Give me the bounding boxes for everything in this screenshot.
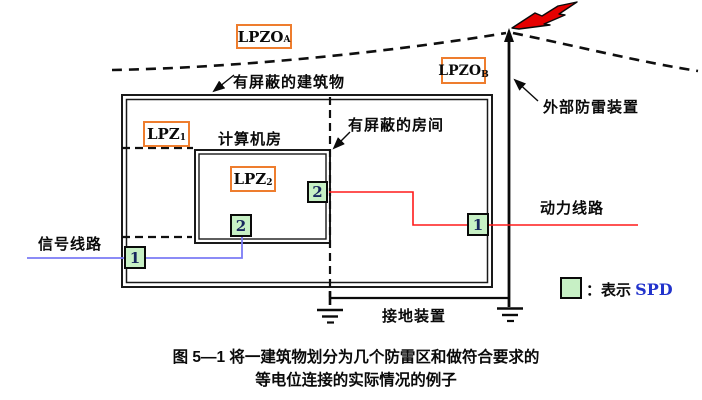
- annotation-arrows: [212, 74, 539, 150]
- signal-line-path: [27, 237, 243, 259]
- zone-label-lpz1-text: LPZ: [146, 125, 180, 143]
- figure-caption-line2: 等电位连接的实际情况的例子: [255, 372, 457, 389]
- spd-box-power-entry: 1: [467, 213, 489, 236]
- legend-prefix: ：表示: [586, 282, 636, 299]
- legend-spd-swatch: [560, 277, 582, 299]
- spd-box-signal-entry-number: 1: [129, 248, 141, 267]
- figure-caption-line1: 图 5—1 将一建筑物划分为几个防雷区和做符合要求的: [172, 349, 540, 366]
- spd-box-signal-entry: 1: [124, 246, 146, 269]
- spd-box-room-wall-number: 2: [312, 183, 323, 201]
- zone-label-lpz1-sub: 1: [179, 133, 187, 143]
- lightning-bolt-icon: [511, 1, 578, 30]
- power-line-path: [329, 191, 638, 226]
- label-shielded-building: 有屏蔽的建筑物: [233, 74, 346, 91]
- zone-label-lpz0b-text: LPZO: [438, 62, 482, 79]
- spd-box-room-wall: 2: [307, 181, 328, 203]
- ground-bus: [328, 291, 509, 305]
- label-power-line: 动力线路: [540, 200, 605, 217]
- label-shielded-room: 有屏蔽的房间: [348, 117, 445, 134]
- label-signal-line: 信号线路: [38, 236, 103, 253]
- label-computer-room: 计算机房: [218, 131, 283, 148]
- label-grounding: 接地装置: [382, 308, 447, 325]
- spd-box-room-bottom-number: 2: [235, 216, 247, 235]
- zone-label-lpz2-text: LPZ: [233, 170, 267, 188]
- spd-box-power-entry-number: 1: [472, 215, 484, 234]
- ground-symbol-right: [497, 307, 523, 323]
- legend-text: ：表示 SPD: [586, 279, 673, 300]
- zone-label-lpz0a-sub: A: [283, 35, 291, 45]
- zone-label-lpz2-sub: 2: [266, 178, 273, 188]
- spd-box-room-bottom: 2: [230, 214, 252, 237]
- zone-label-lpz0b-sub: B: [481, 70, 489, 80]
- air-terminal-rod: [504, 28, 514, 307]
- building-outline: [121, 94, 493, 288]
- zone-boundary-curve: [111, 31, 699, 73]
- label-external-lps: 外部防雷装置: [543, 99, 640, 116]
- ground-symbol-left: [317, 308, 343, 324]
- zone-label-lpz0a-text: LPZO: [237, 27, 284, 46]
- legend-spd-term: SPD: [635, 280, 673, 299]
- internal-zone-boundaries: [122, 97, 332, 297]
